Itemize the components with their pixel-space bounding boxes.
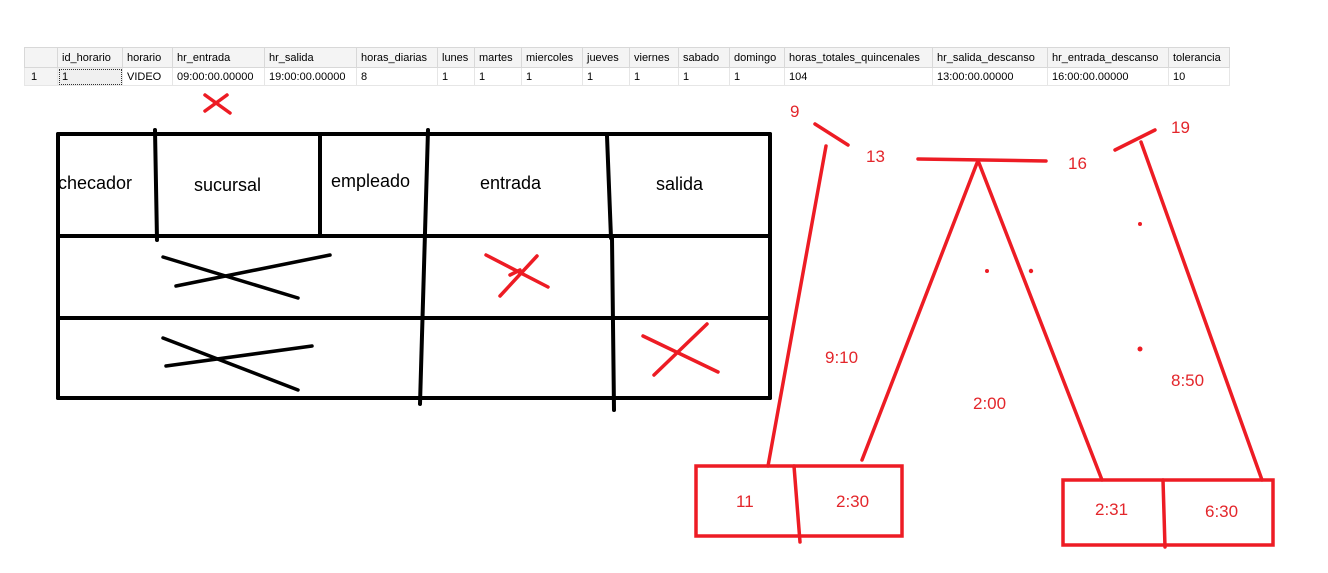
box-right-2-31: 2:31 [1095, 500, 1128, 519]
timeline-sketch [694, 122, 1275, 549]
col-jueves[interactable]: jueves [582, 47, 630, 68]
time-13: 13 [866, 147, 885, 166]
grid-header-row: id_horario horario hr_entrada hr_salida … [24, 47, 1230, 68]
header-sucursal: sucursal [194, 175, 261, 195]
table-cell[interactable]: 19:00:00.00000 [264, 67, 357, 86]
col-hr-salida-descanso[interactable]: hr_salida_descanso [932, 47, 1048, 68]
header-entrada: entrada [480, 173, 542, 193]
table-cell[interactable]: 104 [784, 67, 933, 86]
duration-9-10: 9:10 [825, 348, 858, 367]
red-cross-marks [484, 253, 720, 377]
col-tolerancia[interactable]: tolerancia [1168, 47, 1230, 68]
col-hr-entrada[interactable]: hr_entrada [172, 47, 265, 68]
col-miercoles[interactable]: miercoles [521, 47, 583, 68]
table-cell[interactable]: 13:00:00.00000 [932, 67, 1048, 86]
timeline-dots [985, 222, 1143, 352]
row-number[interactable]: 1 [24, 67, 58, 86]
box-left-11: 11 [736, 492, 754, 511]
table-cell[interactable]: 1 [57, 67, 123, 86]
sketch-table-headers: checador sucursal empleado entrada salid… [58, 171, 704, 195]
table-cell[interactable]: 1 [474, 67, 522, 86]
table-cell[interactable]: 16:00:00.00000 [1047, 67, 1169, 86]
col-horas-diarias[interactable]: horas_diarias [356, 47, 438, 68]
time-19: 19 [1171, 118, 1190, 137]
header-checador: checador [58, 173, 132, 193]
box-left-2-30: 2:30 [836, 492, 869, 511]
red-cross-mark [203, 93, 232, 115]
timeline-labels: 9 13 16 19 9:10 2:00 8:50 11 2:30 2:31 6… [736, 102, 1238, 521]
header-empleado: empleado [331, 171, 410, 191]
table-cell[interactable]: VIDEO [122, 67, 173, 86]
table-cell[interactable]: 10 [1168, 67, 1230, 86]
col-id-horario[interactable]: id_horario [57, 47, 123, 68]
time-9: 9 [790, 102, 799, 121]
table-row[interactable]: 1 1 VIDEO 09:00:00.00000 19:00:00.00000 … [24, 67, 1230, 86]
header-salida: salida [656, 174, 704, 194]
sketch-table [56, 128, 772, 412]
duration-2-00: 2:00 [973, 394, 1006, 413]
time-16: 16 [1068, 154, 1087, 173]
col-hr-entrada-descanso[interactable]: hr_entrada_descanso [1047, 47, 1169, 68]
grid-corner[interactable] [24, 47, 58, 68]
table-cell[interactable]: 09:00:00.00000 [172, 67, 265, 86]
box-right-6-30: 6:30 [1205, 502, 1238, 521]
duration-8-50: 8:50 [1171, 371, 1204, 390]
sketch-cross-marks [161, 253, 332, 392]
results-grid: id_horario horario hr_entrada hr_salida … [24, 47, 1230, 86]
col-horas-totales-quincenales[interactable]: horas_totales_quincenales [784, 47, 933, 68]
